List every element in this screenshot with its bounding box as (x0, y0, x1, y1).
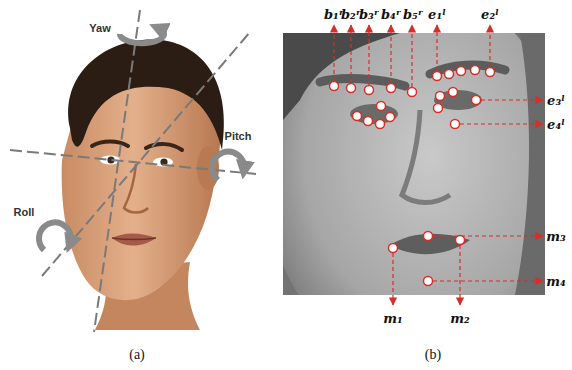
landmark-points-part (389, 244, 398, 253)
rotation-arrows-part (212, 152, 244, 180)
landmark-points-part (408, 88, 417, 97)
landmark-leaders (334, 25, 543, 305)
axis-label: Yaw (89, 23, 110, 34)
landmark-points-part (386, 113, 395, 122)
landmark-label: m₂ (450, 312, 469, 325)
landmark-leaders-part (481, 99, 543, 100)
face-photo (283, 33, 545, 295)
landmark-leaders-part (390, 25, 391, 83)
landmark-points-part (347, 84, 356, 93)
landmark-points-part (471, 66, 480, 75)
face-photo-part (402, 110, 450, 203)
rotation-arrows-part (120, 28, 164, 43)
head-illustration-part (146, 144, 182, 150)
head-illustration-part (92, 142, 128, 147)
landmark-points-part (457, 67, 466, 76)
rotation-axes (10, 10, 256, 332)
landmark-points-part (424, 232, 433, 241)
landmark-points-part (449, 88, 458, 97)
landmark-points-part (353, 112, 362, 121)
landmark-points-part (387, 84, 396, 93)
landmark-leaders-part (433, 235, 543, 236)
landmark-label: e₃ˡ (547, 94, 565, 107)
landmark-label: e₂ˡ (481, 8, 499, 21)
head-illustration-part (68, 39, 224, 150)
landmark-leaders-part (433, 280, 543, 281)
face-photo-part (283, 33, 545, 295)
landmark-points-part (377, 102, 386, 111)
landmark-points-part (434, 104, 443, 113)
landmark-label: e₄ˡ (547, 118, 565, 131)
panel-label: (a) (129, 348, 145, 362)
landmark-points-part (433, 72, 442, 81)
head-illustration-part (112, 238, 156, 240)
landmark-leaders-part (460, 123, 543, 124)
axis-label: Pitch (225, 131, 252, 142)
head-illustration-part (124, 164, 148, 213)
landmark-leaders-part (489, 25, 490, 67)
landmark-points-part (365, 86, 374, 95)
landmark-label: b₂ʳ (341, 8, 361, 21)
landmark-label: m₄ (546, 275, 565, 288)
landmark-label: m₁ (383, 312, 402, 325)
landmark-label: m₃ (546, 230, 565, 243)
landmark-points-part (451, 120, 460, 129)
landmark-leaders-part (350, 25, 351, 83)
landmark-points-part (376, 120, 385, 129)
rotation-axes-part (94, 10, 140, 332)
landmark-label: b₅ʳ (403, 8, 423, 21)
landmark-label: e₁ˡ (428, 8, 446, 21)
landmark-leaders-part (459, 245, 460, 305)
landmark-leaders-part (436, 25, 437, 71)
landmark-points (330, 66, 495, 286)
landmark-points-part (456, 236, 465, 245)
face-photo-part (515, 33, 545, 295)
landmark-points-part (486, 68, 495, 77)
landmark-label: b₄ʳ (381, 8, 401, 21)
panel-label: (b) (425, 348, 441, 362)
landmark-points-part (330, 82, 339, 91)
landmark-points-part (445, 70, 454, 79)
landmark-label: b₃ʳ (359, 8, 379, 21)
landmark-points-part (424, 277, 433, 286)
landmark-leaders-part (411, 25, 412, 87)
landmark-points-part (436, 92, 445, 101)
rotation-arrows-part (39, 222, 71, 250)
axis-label: Roll (14, 207, 35, 218)
landmark-points-part (364, 117, 373, 126)
landmark-leaders-part (333, 25, 334, 81)
face-photo-part (350, 104, 398, 124)
landmark-leaders-part (368, 25, 369, 85)
landmark-leaders-part (392, 253, 393, 305)
landmark-points-part (472, 96, 481, 105)
rotation-arrows (39, 28, 244, 250)
head-illustration (62, 39, 224, 330)
head-illustration-part (112, 234, 156, 246)
